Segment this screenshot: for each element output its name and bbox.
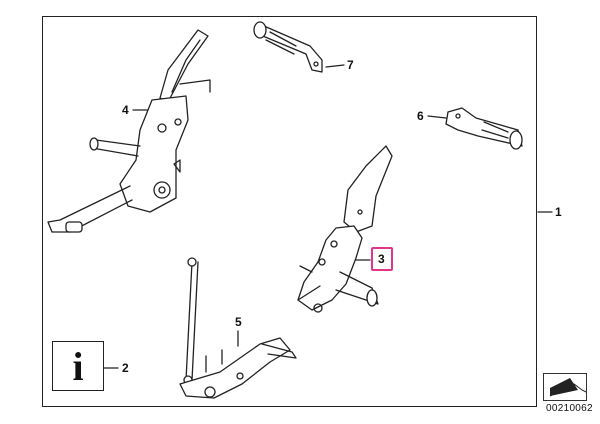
info-glyph: i [72, 343, 84, 389]
diagram-id: 00210062 [546, 403, 593, 414]
callout-3[interactable]: 3 [378, 252, 385, 266]
callout-5[interactable]: 5 [235, 315, 242, 329]
callout-4[interactable]: 4 [122, 103, 129, 117]
callout-1[interactable]: 1 [555, 205, 562, 219]
next-page-button[interactable] [543, 373, 587, 401]
callout-7[interactable]: 7 [347, 58, 354, 72]
callout-3-highlight[interactable] [371, 247, 393, 271]
info-icon[interactable]: i [52, 341, 108, 395]
diagram-frame [42, 16, 537, 407]
callout-2[interactable]: 2 [122, 361, 129, 375]
callout-6[interactable]: 6 [417, 109, 424, 123]
